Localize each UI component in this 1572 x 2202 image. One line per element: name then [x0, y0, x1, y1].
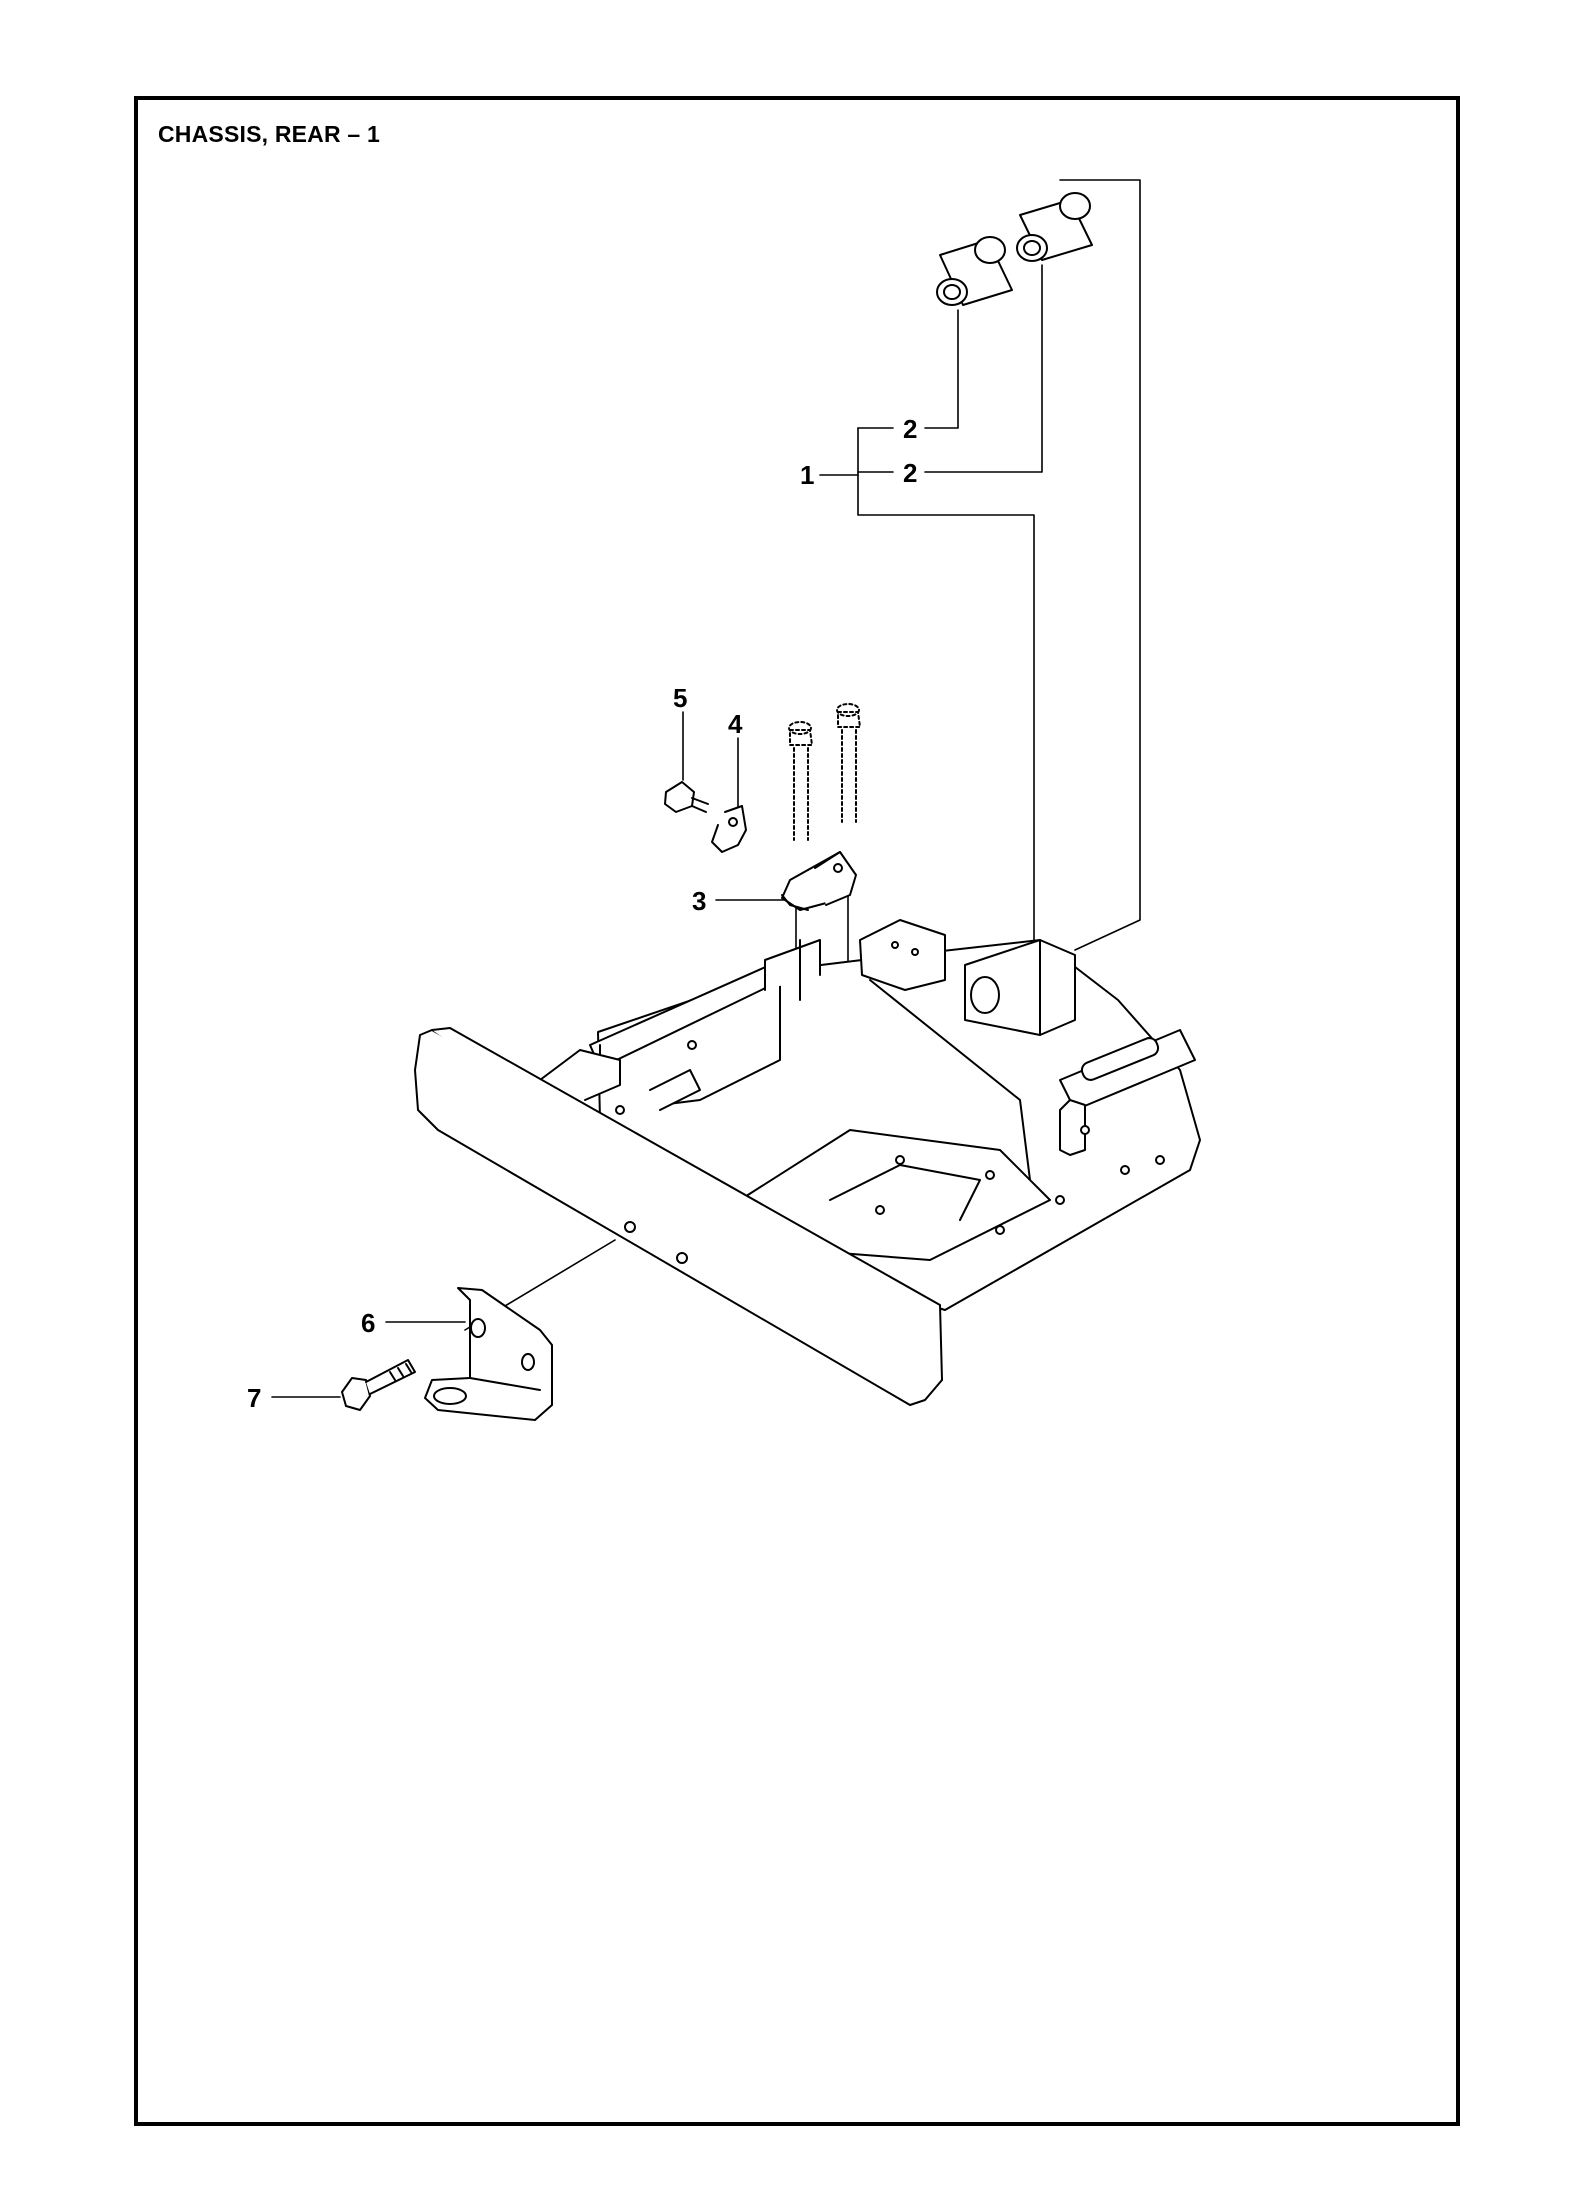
callout-4: 4	[728, 709, 743, 739]
bushing-left	[936, 236, 1013, 306]
callout-labels: 1 2 2 3 4 5 6 7	[247, 414, 917, 1413]
bushing-right	[1016, 192, 1093, 262]
rear-bumper	[414, 1027, 943, 1406]
chassis-frame	[539, 919, 1201, 1311]
diagram-frame	[134, 96, 1460, 2126]
callout-3: 3	[692, 886, 706, 916]
bolt-dotted-right	[836, 703, 861, 823]
callout-7: 7	[247, 1383, 261, 1413]
callout-6: 6	[361, 1308, 375, 1338]
callout-2-bottom: 2	[903, 458, 917, 488]
bolt-part-7	[341, 1359, 416, 1411]
bolt-dotted-left	[788, 721, 813, 841]
callout-1: 1	[800, 460, 814, 490]
screw-part-5	[664, 781, 709, 813]
callout-2-top: 2	[903, 414, 917, 444]
tow-bracket-part-6	[424, 1287, 553, 1421]
diagram-title: CHASSIS, REAR – 1	[158, 121, 380, 147]
clip-part-4	[711, 805, 747, 853]
bracket-part-3	[781, 851, 857, 911]
callout-5: 5	[673, 683, 687, 713]
